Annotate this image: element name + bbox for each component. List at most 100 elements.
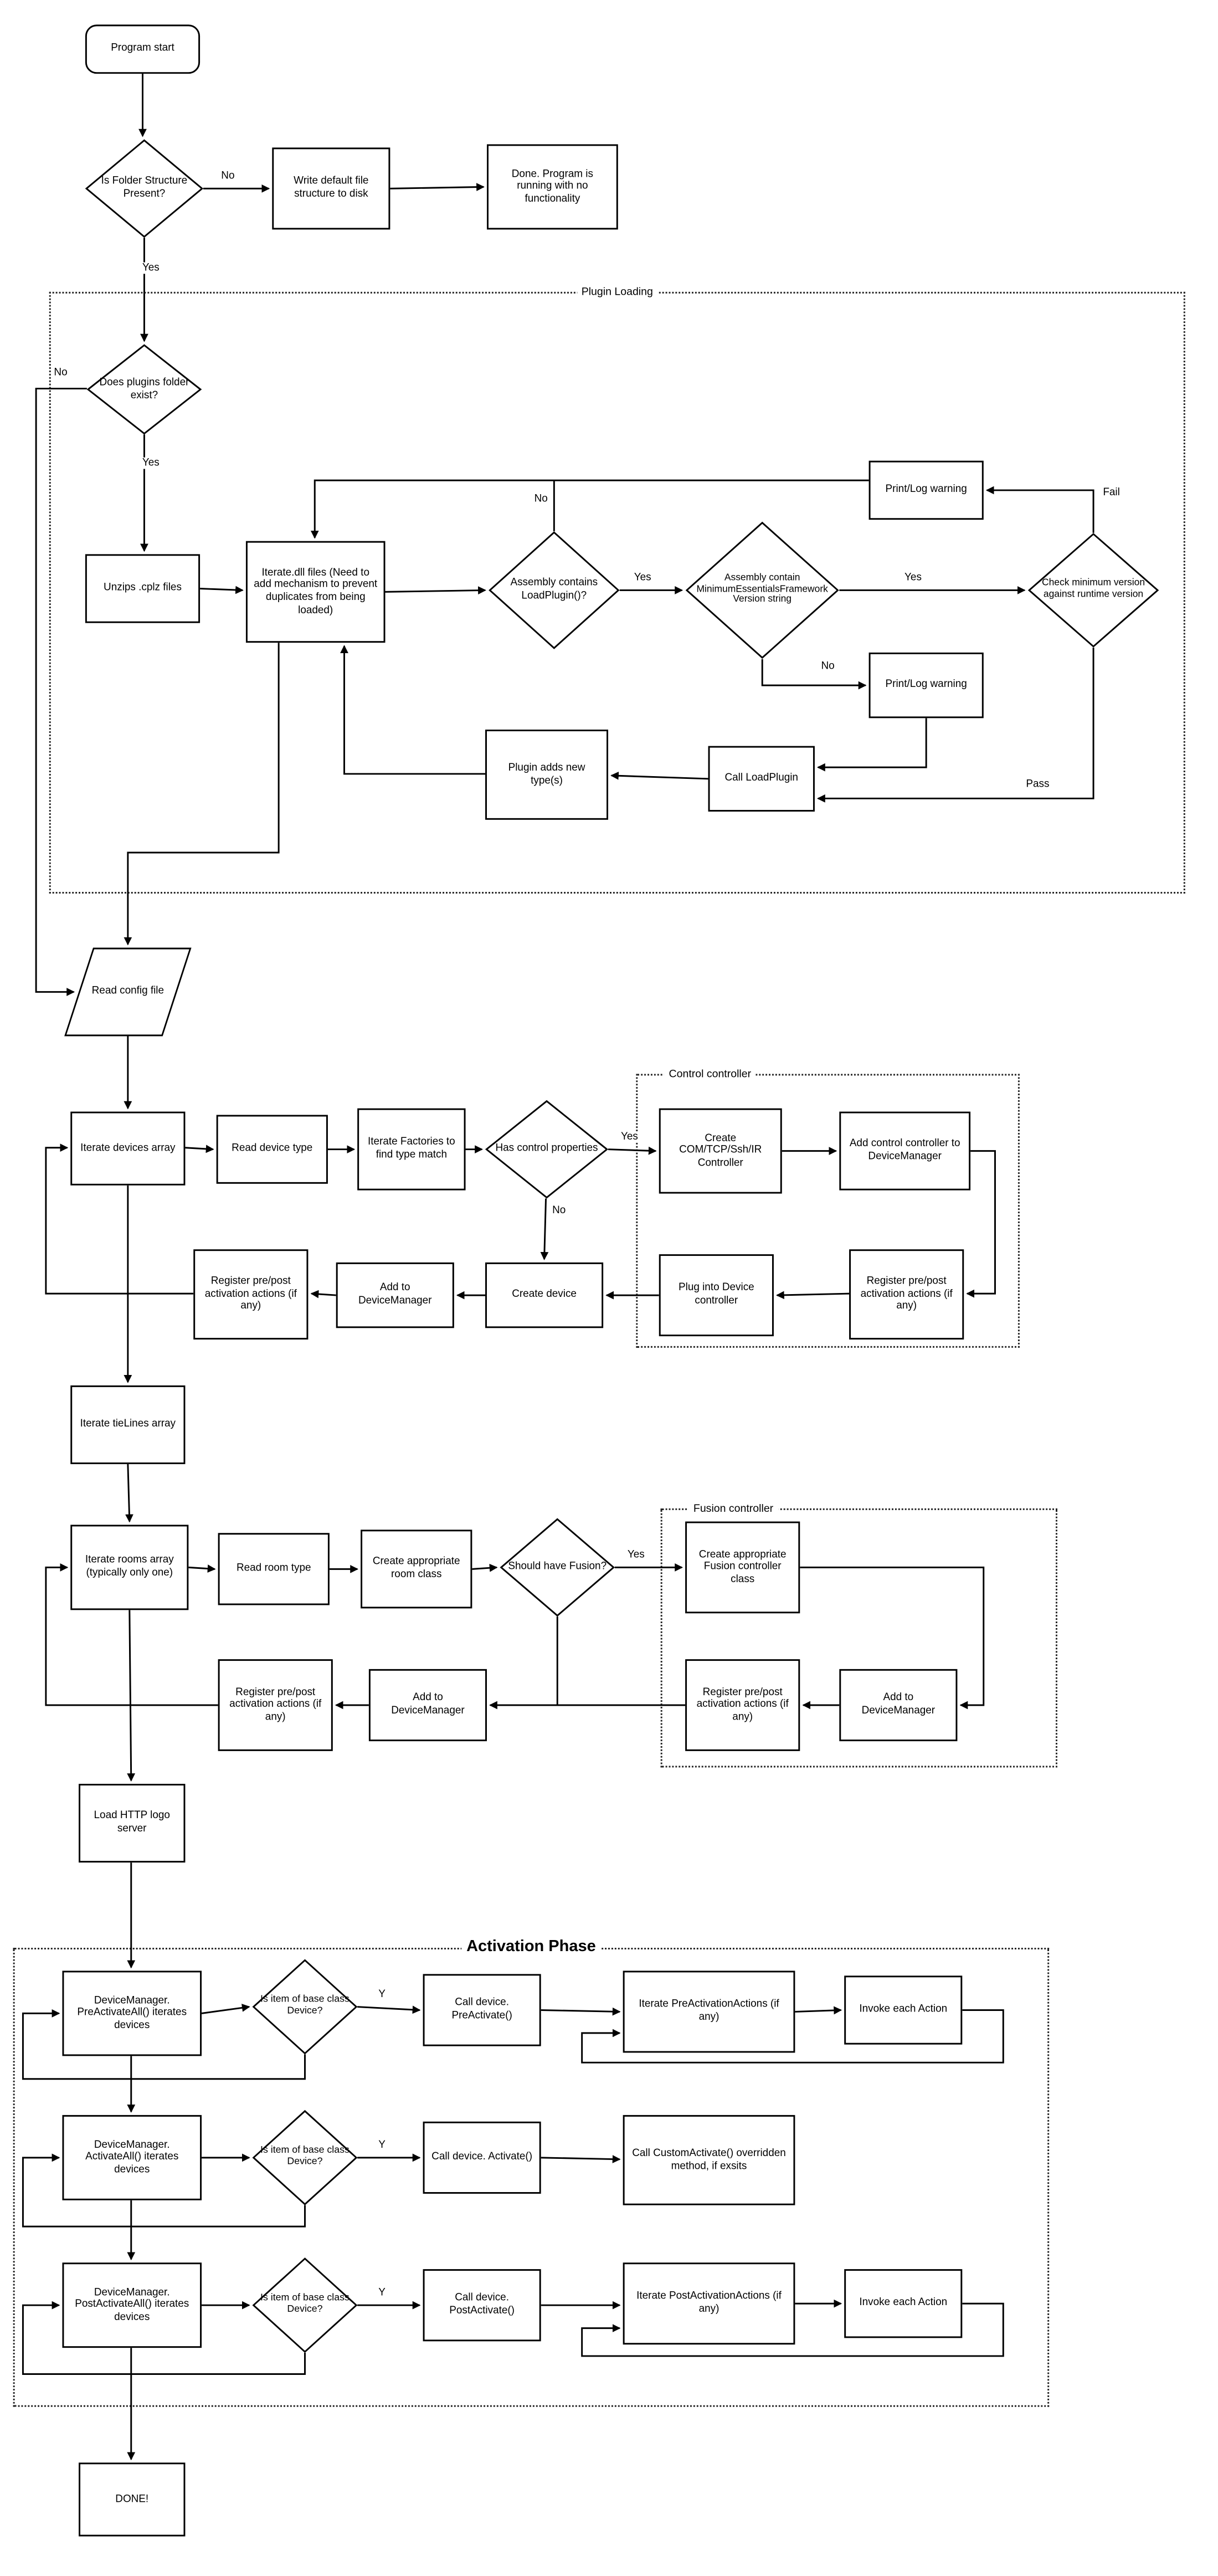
edge-printlog-top-return-to-iterate-dll [310,479,869,539]
edge-iterate-preactions-to-invoke1 [795,2006,842,2015]
decision-is-base-device-1-label: Is item of base class Device? [260,1995,350,2017]
step-unzip-cplz: Unzips .cplz files [85,554,201,623]
group-plugin-loading-label: Plugin Loading [576,286,658,298]
step-add-control-controller: Add control controller to DeviceManager [839,1111,971,1190]
diamond-shape [500,1518,615,1617]
edge-call-preactivate-to-iterate-preactions [541,2007,621,2016]
group-activation-phase-label: Activation Phase [461,1938,601,1956]
edge-label-checkver-fail: Fail [1101,487,1122,499]
edge-plugins-no-to-read-config [35,387,87,996]
step-iterate-devices: Iterate devices array [70,1111,186,1186]
step-register-actions-device: Register pre/post activation actions (if… [193,1249,309,1340]
step-create-fusion-controller: Create appropriate Fusion controller cla… [685,1521,800,1614]
step-plug-into-device-controller: Plug into Device controller [659,1254,774,1337]
step-done-final: DONE! [79,2462,186,2537]
step-read-room-type: Read room type [218,1533,330,1605]
step-preactivateall: DeviceManager. PreActivateAll() iterates… [62,1971,202,2056]
diamond-shape [685,521,839,659]
step-iterate-rooms: Iterate rooms array (typically only one) [70,1525,189,1610]
step-activateall: DeviceManager. ActivateAll() iterates de… [62,2115,202,2200]
step-add-to-devicemanager: Add to DeviceManager [336,1262,454,1328]
step-call-loadplugin: Call LoadPlugin [708,746,815,812]
edge-diamond3-iteration-loop [22,2301,306,2375]
step-done-no-functionality: Done. Program is running with no functio… [487,144,618,230]
edge-label-control-no: No [551,1205,568,1217]
step-call-customactivate: Call CustomActivate() overridden method,… [623,2115,795,2205]
step-invoke-each-action-1: Invoke each Action [844,1975,963,2045]
edge-iterate-devices-to-read-type [185,1145,214,1153]
decision-plugins-folder-label: Does plugins folder exist? [99,377,189,401]
step-postactivateall: DeviceManager. PostActivateAll() iterate… [62,2262,202,2348]
decision-is-base-device-3: Is item of base class Device? [253,2257,357,2353]
diamond-shape [85,140,203,238]
decision-is-base-device-1: Is item of base class Device? [253,1959,357,2055]
edge-rooms-to-read-room [188,1564,216,1573]
step-add-to-devicemanager-fusion: Add to DeviceManager [839,1669,958,1742]
edge-label-control-yes: Yes [619,1131,640,1143]
edge-label-plugins-yes: Yes [140,457,161,469]
io-read-config-file: Read config file [64,947,192,1036]
edge-label-loadplugin-yes: Yes [632,572,653,584]
edge-printlog-mid-to-call-loadplugin [816,718,927,772]
diamond-shape [253,1959,357,2055]
edge-add-dm-to-register-device [310,1290,336,1299]
edge-label-loadplugin-no: No [532,493,549,505]
decision-plugins-folder: Does plugins folder exist? [87,345,202,435]
edge-checkver-fail-to-printlog-top [985,486,1094,533]
step-register-actions-room: Register pre/post activation actions (if… [218,1659,333,1751]
decision-has-control-properties-label: Has control properties [495,1143,598,1155]
step-register-actions-fusion: Register pre/post activation actions (if… [685,1659,800,1751]
edge-iterate-dll-exit-to-read-config [124,643,280,946]
step-write-default-structure: Write default file structure to disk [272,147,390,230]
edge-plugin-adds-return-to-iterate-dll [340,645,486,775]
group-control-controller: Control controller [636,1068,1020,1348]
decision-is-base-device-3-label: Is item of base class Device? [260,2293,350,2315]
edge-label-minversion-yes: Yes [903,572,923,584]
edge-unzip-to-iterate-dll [200,586,244,594]
edge-has-control-yes-to-create-controller [608,1146,657,1155]
step-add-to-devicemanager-room: Add to DeviceManager [368,1669,487,1742]
decision-assembly-minversion-label: Assembly contain MinimumEssentialsFramew… [696,573,828,606]
edge-diamond2-iteration-loop [22,2153,306,2228]
decision-should-have-fusion-label: Should have Fusion? [508,1561,607,1573]
edge-label-checkver-pass: Pass [1024,778,1051,791]
edge-invoke1-loop [581,2009,1004,2064]
edge-label-minversion-no: No [819,660,836,673]
group-plugin-loading: Plugin Loading [49,286,1185,894]
edge-register-device-loop-to-iterate-devices [45,1143,194,1295]
edge-tielines-to-rooms [125,1464,133,1523]
decision-assembly-minversion: Assembly contain MinimumEssentialsFramew… [685,521,839,659]
group-fusion-controller-label: Fusion controller [688,1502,779,1515]
step-printlog-warning-fail: Print/Log warning [868,460,984,520]
decision-assembly-loadplugin-label: Assembly contains LoadPlugin()? [510,578,598,602]
edge-diamond1-y-to-call-preactivate [357,2005,421,2014]
edge-label-folder-no: No [219,170,237,182]
edge-call-loadplugin-to-plugin-adds [610,771,708,780]
decision-is-base-device-2: Is item of base class Device? [253,2110,357,2205]
edge-create-fusion-to-add-dm-fusion [800,1566,985,1710]
group-activation-phase: Activation Phase [13,1938,1050,2407]
step-printlog-warning-noversion: Print/Log warning [868,652,984,719]
step-iterate-preactivationactions: Iterate PreActivationActions (if any) [623,1971,795,2053]
decision-folder-structure: Is Folder Structure Present? [85,140,203,238]
edge-has-control-no-to-create-device [540,1198,549,1260]
step-create-room-class: Create appropriate room class [361,1530,472,1609]
edge-write-default-to-done [390,183,485,192]
edge-register-room-loop-to-iterate-rooms [45,1563,218,1706]
step-iterate-factories: Iterate Factories to find type match [357,1108,466,1190]
diamond-shape [489,531,620,649]
step-iterate-tielines: Iterate tieLines array [70,1385,186,1464]
edge-label-fusion-yes: Yes [625,1549,646,1561]
step-register-actions-controller: Register pre/post activation actions (if… [849,1249,964,1340]
diamond-shape [485,1100,608,1199]
step-iterate-postactivationactions: Iterate PostActivationActions (if any) [623,2262,795,2345]
decision-should-have-fusion: Should have Fusion? [500,1518,615,1617]
edge-checkver-pass-to-call-loadplugin [816,648,1094,803]
group-control-controller-label: Control controller [664,1068,757,1080]
edge-preactivate-to-diamond1 [201,2003,250,2014]
step-call-activate: Call device. Activate() [423,2121,541,2194]
step-invoke-each-action-2: Invoke each Action [844,2269,963,2338]
edge-invoke2-loop [581,2302,1004,2357]
